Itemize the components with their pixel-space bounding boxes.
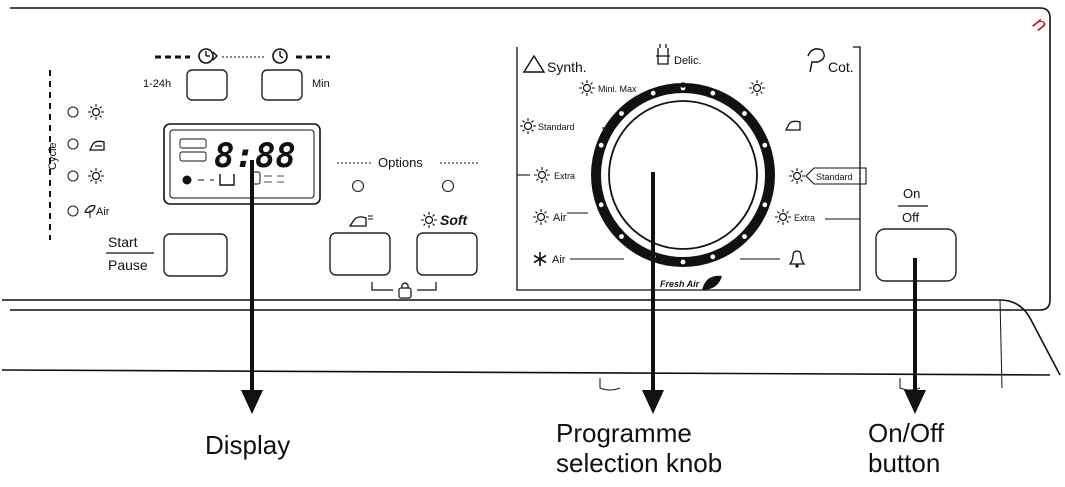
cycle-title: Cycle	[47, 142, 59, 170]
knob-position-dot	[598, 142, 604, 148]
knob-top-marker	[680, 82, 686, 88]
snowflake-icon	[533, 252, 547, 266]
display-screen	[169, 129, 315, 199]
display-section: 8:88	[163, 123, 321, 205]
programme-standard-left: Standard	[538, 122, 575, 132]
delay-clock-icon	[198, 48, 218, 64]
programme-border	[516, 46, 861, 291]
on-off-section: On Off	[875, 186, 957, 282]
leaf-icon	[702, 275, 722, 290]
display-status-icons	[179, 138, 284, 186]
knob-position-dot	[742, 111, 747, 116]
knob-position-dot	[742, 234, 747, 239]
child-lock-icon	[398, 282, 412, 299]
programme-air-cold: Air	[552, 254, 566, 266]
onoff-arrow-head	[904, 390, 926, 414]
knob-position-dot	[762, 142, 768, 148]
fresh-air-icon	[84, 205, 96, 218]
options-label: Options	[378, 155, 423, 170]
knob-dial[interactable]	[608, 100, 758, 250]
option-led-soft	[441, 179, 455, 193]
programme-cot: Cot.	[828, 59, 854, 75]
knob-position-dot	[650, 90, 656, 96]
sun-icon	[533, 209, 549, 225]
min-label: Min	[312, 78, 330, 90]
cycle-led-4	[67, 205, 79, 217]
knob-arrow-head	[642, 390, 664, 414]
display-bezel	[163, 123, 321, 205]
display-digits: 8:88	[214, 136, 296, 176]
callout-knob-line1: Programme	[556, 418, 692, 448]
callout-labels: Display Programme selection knob On/Off …	[205, 418, 945, 478]
programme-mini-max: Mini. Max	[598, 84, 637, 94]
sun-icon	[534, 167, 550, 183]
callout-onoff-line1: On/Off	[868, 418, 945, 448]
iron-icon	[348, 215, 373, 227]
knob-position-dot	[710, 90, 716, 96]
off-label: Off	[902, 210, 919, 225]
programme-synth: Synth.	[547, 59, 587, 75]
sun-icon	[421, 212, 437, 228]
knob-position-dot	[710, 254, 716, 260]
start-pause-button[interactable]	[163, 233, 228, 277]
synthetic-icon	[522, 54, 546, 73]
sun-icon	[775, 209, 791, 225]
options-section: Options Soft	[329, 155, 478, 299]
soft-option-button[interactable]	[416, 232, 478, 276]
watermark-fragment: n	[1029, 13, 1052, 37]
callout-onoff-line2: button	[868, 448, 940, 478]
callout-display: Display	[205, 430, 290, 460]
sun-icon	[88, 104, 104, 120]
cycle-led-2	[67, 138, 79, 150]
knob-position-dot	[598, 202, 604, 208]
sun-icon	[579, 80, 595, 96]
iron-icon	[88, 140, 105, 151]
start-label: Start	[108, 234, 138, 250]
display-arrow-head	[241, 390, 263, 414]
cycle-led-3	[67, 170, 79, 182]
standard-tag-frame	[805, 167, 867, 185]
cotton-icon	[807, 48, 825, 73]
programme-extra-right: Extra	[794, 213, 815, 223]
programme-frame	[516, 46, 861, 291]
knob-position-dot	[619, 234, 624, 239]
sun-icon	[749, 80, 765, 96]
sun-icon	[520, 118, 536, 134]
clock-icon	[272, 48, 288, 64]
knob-position-dot	[762, 202, 768, 208]
fresh-air-label: Air	[96, 206, 110, 218]
callout-knob-line2: selection knob	[556, 448, 722, 478]
programme-standard-right: Standard	[816, 172, 853, 182]
child-lock-bracket	[371, 282, 437, 291]
sun-icon	[88, 168, 104, 184]
start-pause-section: Start Pause	[106, 233, 228, 277]
programme-extra-left: Extra	[554, 171, 575, 181]
timer-section: 1-24h Min	[143, 48, 330, 101]
knob-position-dot	[680, 259, 686, 265]
delay-button[interactable]	[186, 69, 228, 101]
cycle-led-1	[67, 106, 79, 118]
sun-icon	[789, 168, 805, 184]
panel-outline	[1, 7, 1061, 391]
programme-delic: Delic.	[674, 55, 702, 67]
iron-option-button[interactable]	[329, 232, 391, 276]
iron-icon	[784, 120, 801, 131]
cycle-indicators: Cycle Air	[47, 70, 110, 240]
delay-label: 1-24h	[143, 78, 171, 90]
knob-position-dot	[619, 111, 624, 116]
programme-knob[interactable]	[591, 82, 775, 267]
option-led-iron	[351, 179, 365, 193]
bell-icon	[788, 250, 806, 268]
programme-labels: Synth. Delic. Cot. Mini. Max Standard Ex…	[520, 44, 867, 290]
programme-fresh-air: Fresh Air	[660, 279, 700, 289]
soft-label: Soft	[440, 212, 469, 228]
callout-arrows	[241, 160, 926, 414]
pause-label: Pause	[108, 257, 148, 273]
programme-air-left: Air	[553, 212, 567, 224]
delicates-icon	[656, 44, 670, 65]
on-label: On	[903, 186, 920, 201]
min-button[interactable]	[261, 69, 303, 101]
